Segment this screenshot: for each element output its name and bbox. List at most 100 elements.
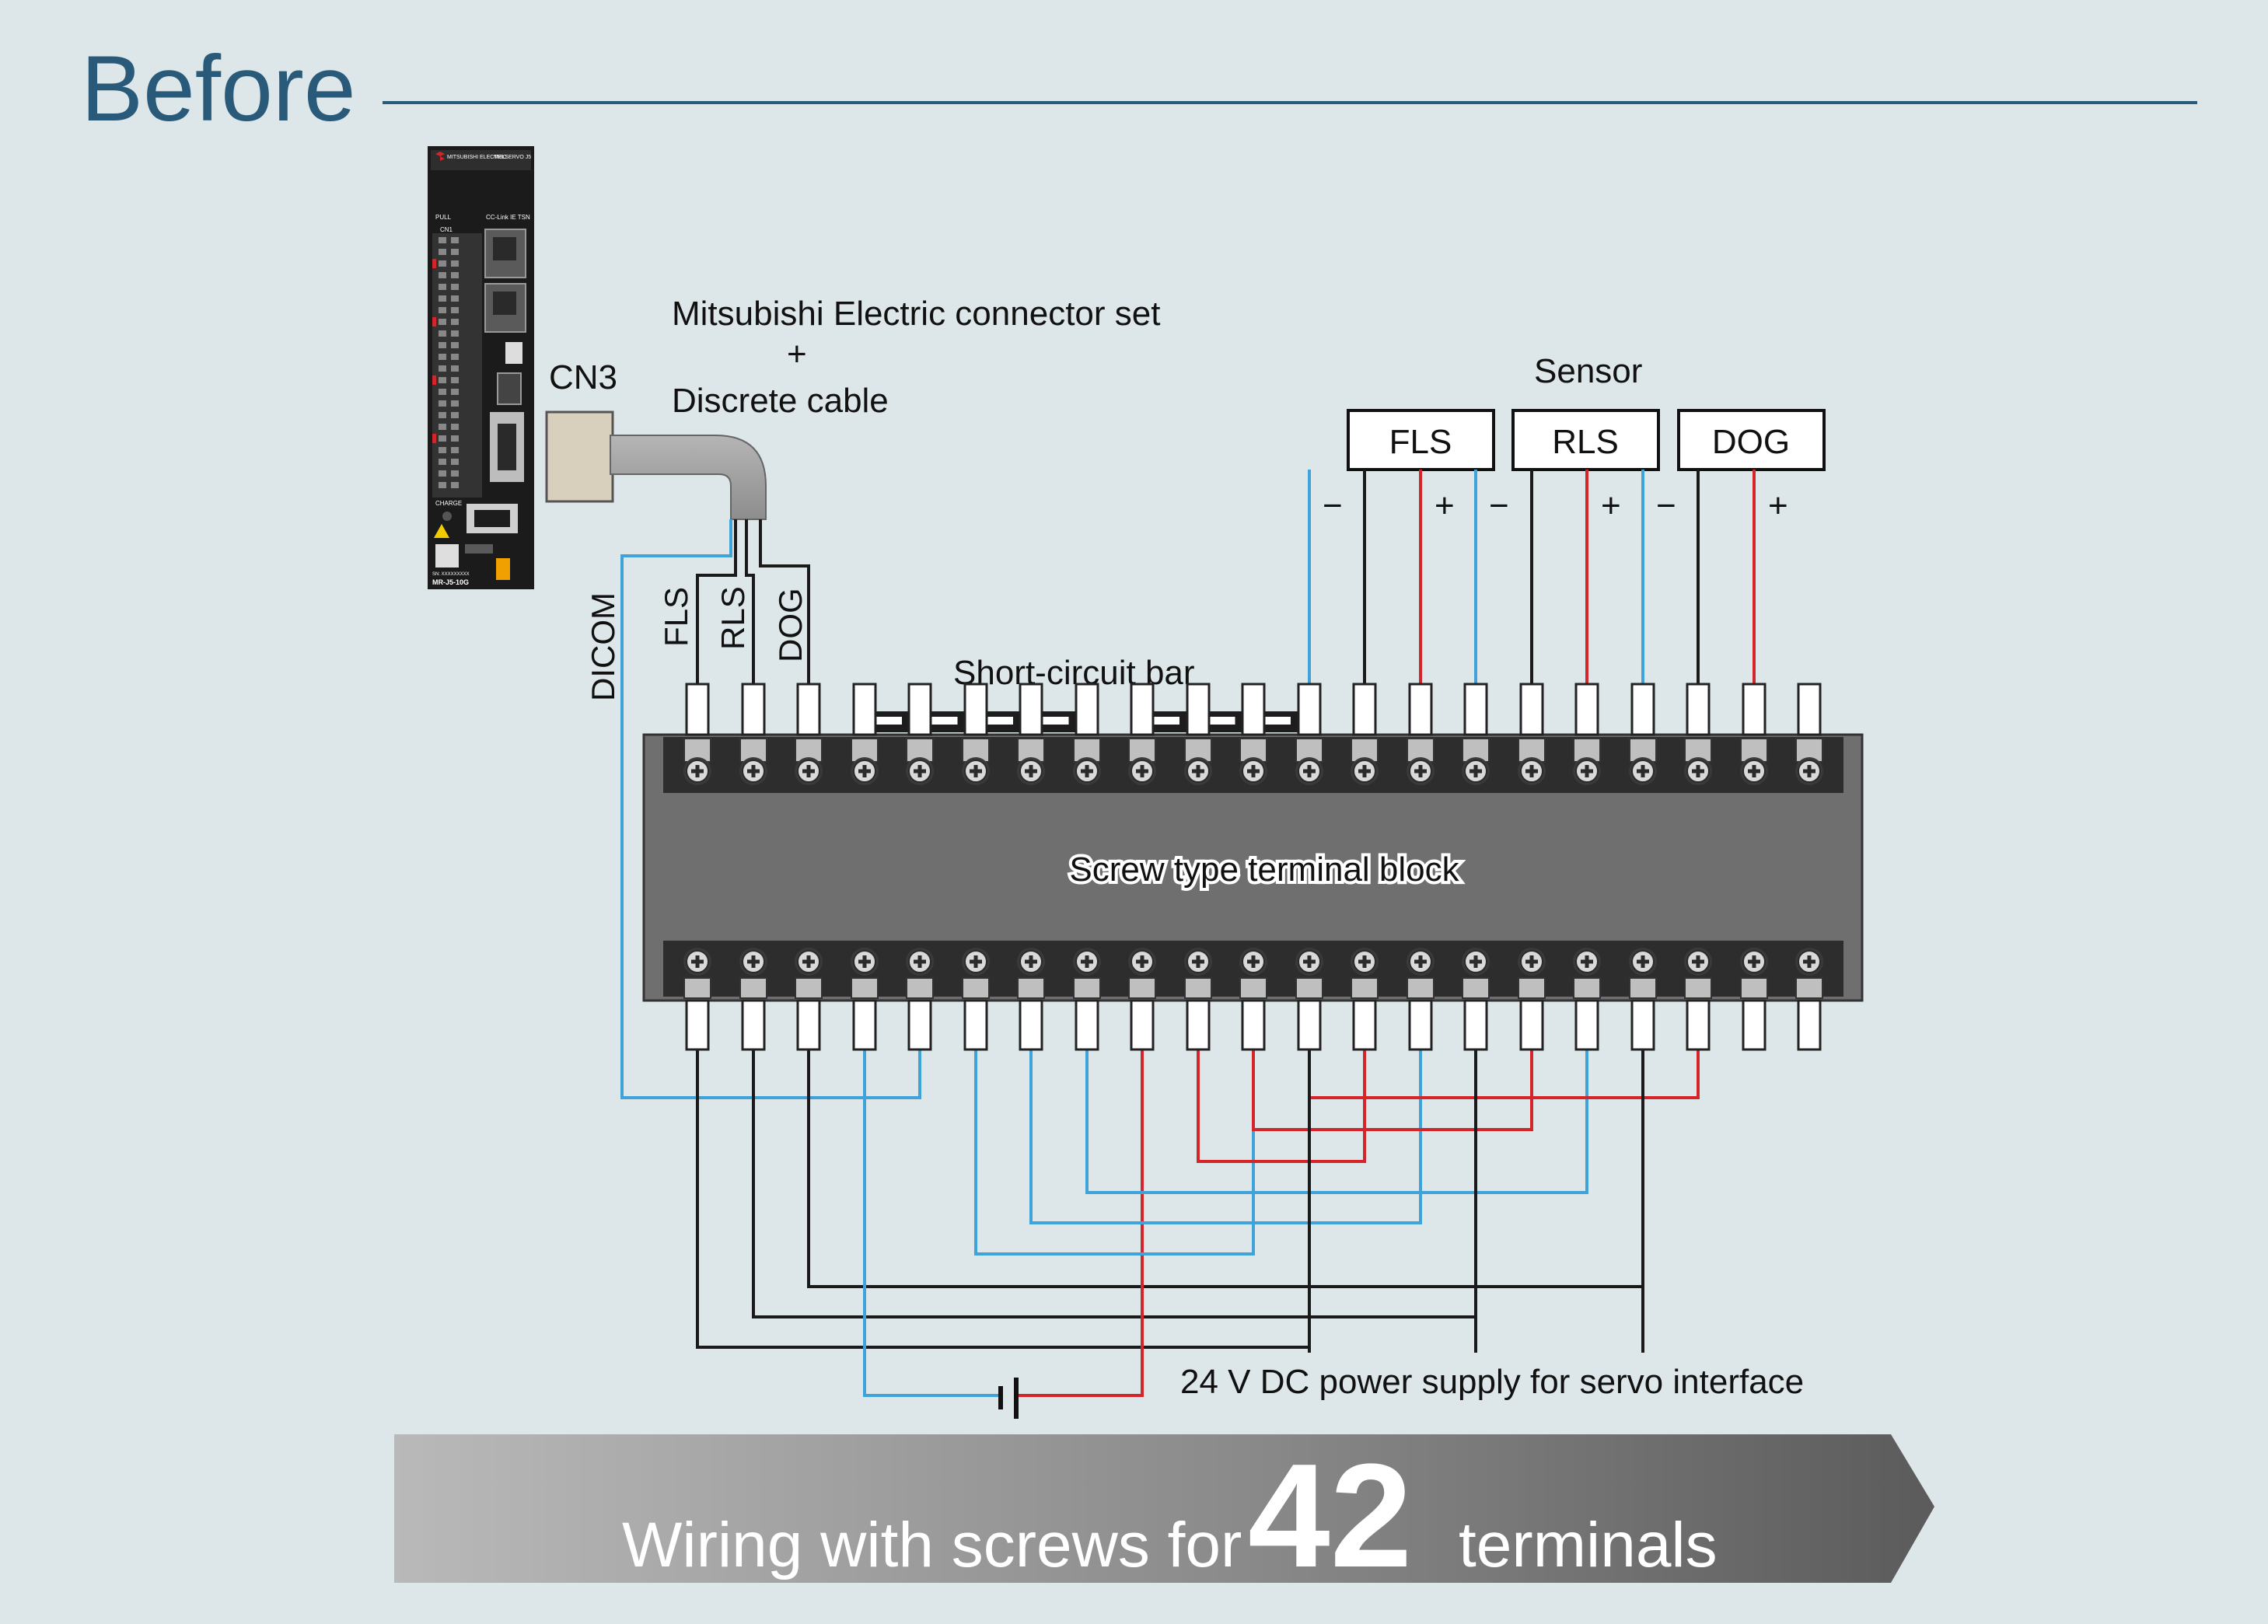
servo-amplifier: MITSUBISHI ELECTRIC MELSERVO J5 PULL CC-… [428, 146, 534, 589]
terminal-screw-bottom [1128, 948, 1156, 976]
terminal-lug-top [1408, 683, 1433, 736]
wire-red-common-3 [1308, 1049, 1700, 1099]
terminal-lug-bottom [1519, 999, 1544, 1051]
short-circuit-bar-label: Short-circuit bar [953, 654, 1195, 692]
amp-pin [439, 482, 446, 488]
terminal-plate-bottom [1629, 977, 1657, 999]
terminal-plate-bottom [1795, 977, 1823, 999]
terminal-screw-bottom [1518, 948, 1546, 976]
sensor-name-dog: DOG [1712, 423, 1790, 461]
terminal-screw-top [1684, 757, 1712, 785]
amp-pin [439, 435, 446, 442]
wire-blue-common-2 [1029, 1049, 1422, 1224]
terminal-lug-top [1297, 683, 1322, 736]
wire-dog-return [807, 1049, 1644, 1288]
terminal-plate-bottom [1184, 977, 1212, 999]
terminal-lug-top [1797, 683, 1822, 736]
terminal-lug-top [1352, 683, 1377, 736]
terminal-lug-top [1686, 683, 1711, 736]
wire-rls-signal [745, 519, 755, 684]
terminal-plate-bottom [962, 977, 990, 999]
wire-red-common-2 [1252, 1049, 1533, 1131]
terminal-screw-bottom [906, 948, 934, 976]
amp-pin [451, 307, 459, 313]
sensor-label: Sensor [1534, 352, 1642, 390]
terminal-screw-top [1629, 757, 1657, 785]
amp-pin [439, 237, 446, 243]
wire-red-common-1 [1197, 1049, 1366, 1163]
amp-pin [451, 377, 459, 383]
terminal-lug-top [1019, 683, 1043, 736]
terminal-screw-bottom [1295, 948, 1323, 976]
sensor-plus-dog: + [1768, 487, 1788, 525]
terminal-plate-bottom [1128, 977, 1156, 999]
sensor-minus-fls: − [1323, 487, 1343, 525]
terminal-screw-bottom [851, 948, 879, 976]
connector-set-line2: Discrete cable [672, 382, 889, 420]
terminal-lug-top [907, 683, 932, 736]
banner-suffix: terminals [1459, 1510, 1718, 1580]
page-title: Before [81, 37, 356, 141]
wire-dicom [620, 519, 921, 1099]
banner-prefix: Wiring with screws for [622, 1510, 1242, 1580]
amp-pin [451, 447, 459, 453]
terminal-lug-bottom [1130, 999, 1155, 1051]
terminal-lug-top [963, 683, 988, 736]
terminal-lug-bottom [1630, 999, 1655, 1051]
terminal-screw-top [1184, 757, 1212, 785]
power-supply-label: 24 V DC power supply for servo interface [1180, 1363, 1804, 1401]
amp-pin [451, 260, 459, 267]
terminal-lug-bottom [1797, 999, 1822, 1051]
terminal-screw-top [1239, 757, 1267, 785]
terminal-plate-bottom [1573, 977, 1601, 999]
terminal-plate-bottom [795, 977, 823, 999]
amp-pin [439, 330, 446, 337]
amp-pin [451, 435, 459, 442]
terminal-lug-bottom [1742, 999, 1767, 1051]
amp-series: MELSERVO J5 [494, 155, 531, 160]
amp-pin-marker [432, 434, 436, 443]
terminal-screw-bottom [962, 948, 990, 976]
amp-pin [451, 482, 459, 488]
amp-pin [439, 389, 446, 395]
terminal-lug-top [1463, 683, 1488, 736]
terminal-plate-bottom [739, 977, 767, 999]
terminal-screw-top [962, 757, 990, 785]
amp-serial: SN: XXXXXXXXX [432, 572, 470, 577]
terminal-lug-top [1130, 683, 1155, 736]
terminal-lug-bottom [1241, 999, 1266, 1051]
amp-pin [451, 284, 459, 290]
terminal-screw-top [1462, 757, 1490, 785]
terminal-block-label: Screw type terminal block [1069, 850, 1459, 889]
amp-pin [439, 307, 446, 313]
terminal-lug-bottom [1019, 999, 1043, 1051]
terminal-plate-bottom [1740, 977, 1768, 999]
terminal-lug-top [1075, 683, 1099, 736]
wire-supply-negative [863, 1098, 1001, 1397]
terminal-plate-bottom [851, 977, 879, 999]
amp-pin [451, 424, 459, 430]
terminal-lug-bottom [796, 999, 821, 1051]
discrete-cable [610, 435, 767, 520]
amp-pin [451, 412, 459, 418]
short-circuit-bar-slot [1260, 717, 1291, 725]
amp-network: CC-Link IE TSN [486, 214, 530, 221]
terminal-screw-bottom [1462, 948, 1490, 976]
summary-banner [394, 1434, 1934, 1583]
wire-rls-return [752, 1049, 1477, 1318]
terminal-lug-top [1630, 683, 1655, 736]
amp-pin [439, 377, 446, 383]
amp-pin [439, 295, 446, 302]
terminal-screw-top [851, 757, 879, 785]
terminal-lug-top [741, 683, 766, 736]
amp-pin [451, 400, 459, 407]
terminal-lug-top [1241, 683, 1266, 736]
terminal-screw-bottom [683, 948, 711, 976]
terminal-screw-top [1073, 757, 1101, 785]
terminal-screw-bottom [1684, 948, 1712, 976]
wire-fls-signal [696, 519, 737, 684]
amp-pin [439, 319, 446, 325]
terminal-screw-top [1518, 757, 1546, 785]
amp-pin [451, 272, 459, 278]
